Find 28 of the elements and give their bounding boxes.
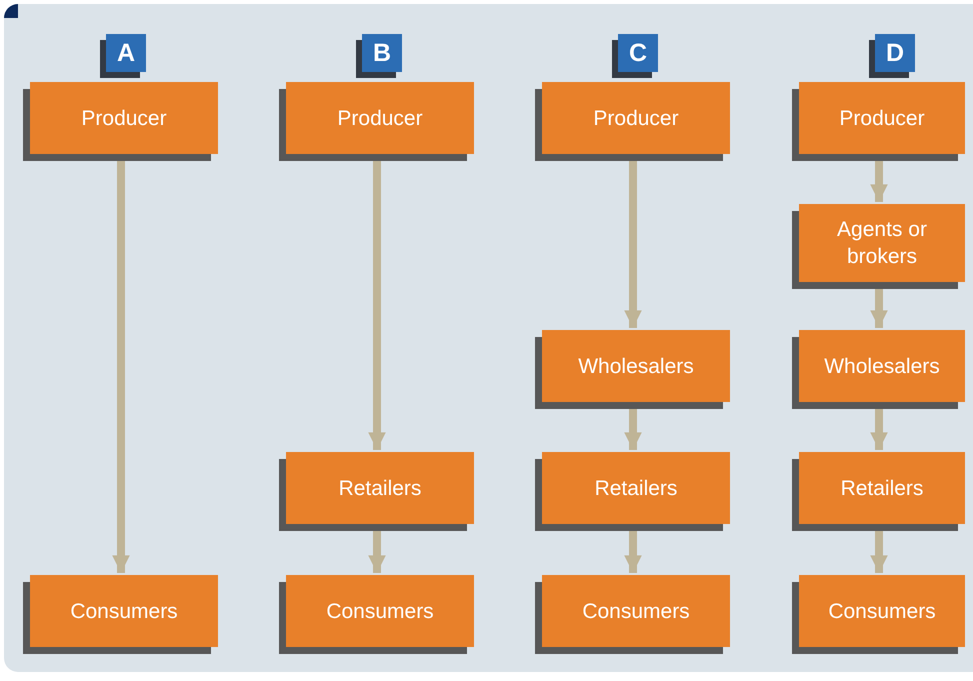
channel-box: Retailers (542, 452, 730, 524)
arrow (112, 161, 130, 573)
channel-box: Wholesalers (542, 330, 730, 402)
channel-box: Agents or brokers (799, 204, 965, 282)
channel-box: Consumers (286, 575, 474, 647)
letter-badge: C (618, 34, 658, 72)
arrow (870, 161, 888, 202)
letter-badge: B (362, 34, 402, 72)
channel-box: Producer (30, 82, 218, 154)
letter-badge: D (875, 34, 915, 72)
letter-badge: A (106, 34, 146, 72)
channel-box: Consumers (799, 575, 965, 647)
arrow (870, 409, 888, 450)
arrow (870, 531, 888, 573)
arrow (624, 531, 642, 573)
channel-box: Producer (542, 82, 730, 154)
channel-box: Consumers (542, 575, 730, 647)
arrow (870, 289, 888, 328)
channel-box: Retailers (799, 452, 965, 524)
arrow (624, 161, 642, 328)
channel-box: Producer (799, 82, 965, 154)
channel-box: Producer (286, 82, 474, 154)
arrow (368, 161, 386, 450)
channel-box: Consumers (30, 575, 218, 647)
channel-box: Retailers (286, 452, 474, 524)
arrow (368, 531, 386, 573)
arrow (624, 409, 642, 450)
channel-box: Wholesalers (799, 330, 965, 402)
